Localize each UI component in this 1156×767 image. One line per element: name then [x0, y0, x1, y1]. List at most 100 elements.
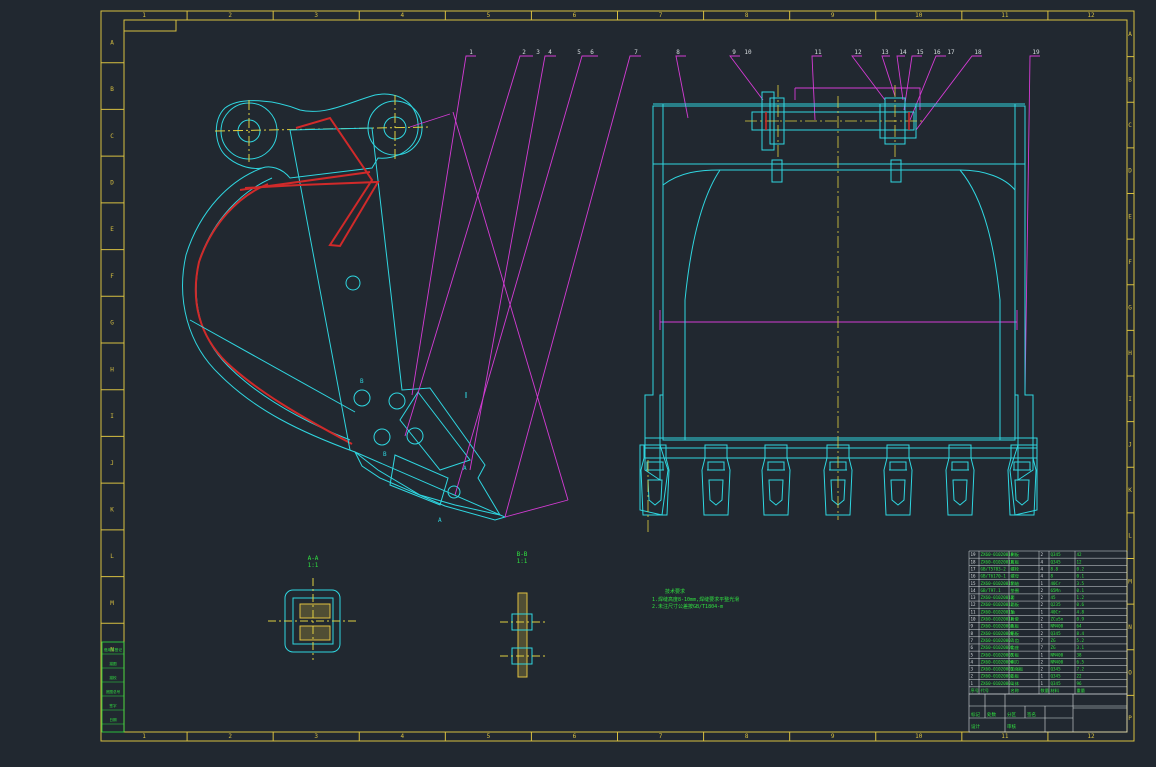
row-label-right: L: [1128, 533, 1132, 540]
parts-list-cell: 7.2: [1077, 667, 1085, 672]
parts-list-cell: GB/T5783-2: [981, 566, 1007, 571]
row-label: M: [110, 600, 114, 607]
svg-text:处数: 处数: [987, 711, 996, 718]
part-balloon-6: 6: [590, 49, 594, 56]
parts-list-cell: 11: [971, 609, 977, 614]
parts-list-cell: ZX60-01020008: [981, 631, 1014, 636]
bucket-tooth: [761, 444, 791, 516]
row-label: K: [110, 507, 114, 514]
column-label: 8: [745, 733, 749, 740]
parts-list-cell: 0.1: [1077, 574, 1085, 579]
parts-list-cell: 4: [1041, 559, 1044, 564]
part-balloon-8: 8: [676, 49, 680, 56]
svg-text:A: A: [438, 517, 442, 524]
row-label-right: C: [1128, 122, 1132, 129]
part-balloon-7: 7: [634, 49, 638, 56]
part-balloon-18: 18: [974, 49, 982, 56]
column-label: 5: [487, 733, 491, 740]
svg-text:A-A: A-A: [308, 555, 319, 562]
bolt-2: [388, 392, 406, 410]
parts-list-cell: 6: [971, 645, 974, 650]
row-label: J: [110, 460, 114, 467]
inspection-hole: [345, 275, 361, 291]
parts-list-cell: 4.8: [1077, 609, 1085, 614]
front-red-welds: [765, 112, 910, 130]
parts-list-cell: 1: [1041, 681, 1044, 686]
parts-list-cell: 斗齿: [1011, 638, 1019, 644]
parts-list-cell: 2: [1041, 667, 1044, 672]
column-label: 8: [745, 12, 749, 19]
svg-text:技术要求: 技术要求: [665, 588, 685, 595]
parts-list-header: 材料: [1051, 687, 1060, 694]
parts-list-cell: 38: [1077, 652, 1083, 657]
parts-list-cell: 4: [971, 659, 974, 664]
parts-list-cell: 10: [971, 617, 977, 622]
parts-list-cell: 3: [971, 667, 974, 672]
svg-text:1:1: 1:1: [308, 562, 319, 569]
side-stamp-label: 签字: [109, 703, 117, 708]
bucket-tooth: [701, 444, 731, 516]
parts-list-cell: 2: [1041, 617, 1044, 622]
parts-list-cell: ZX60-01020003: [981, 667, 1014, 672]
parts-list-cell: 螺栓: [1011, 565, 1020, 572]
parts-list-cell: ZG: [1051, 638, 1057, 643]
parts-list-cell: ZX60-01020002: [981, 674, 1014, 679]
bucket-tooth: [1007, 444, 1037, 516]
parts-list-cell: NM400: [1051, 659, 1064, 664]
parts-list-cell: ZX60-01020009: [981, 624, 1014, 629]
parts-list-cell: 垫圈: [1011, 587, 1019, 594]
column-label: 3: [314, 12, 318, 19]
parts-list-cell: 5.2: [1077, 638, 1085, 643]
bolt-4: [406, 427, 424, 445]
bucket-tooth: [640, 444, 670, 516]
svg-text:B-B: B-B: [517, 551, 528, 558]
parts-list-cell: 9: [971, 624, 974, 629]
parts-list-cell: 螺母: [1011, 573, 1019, 580]
parts-list-cell: 2: [1041, 588, 1044, 593]
row-label: B: [110, 86, 114, 93]
column-label: 11: [1001, 733, 1009, 740]
parts-list-cell: 8: [971, 631, 974, 636]
weld-brace: [244, 116, 380, 248]
column-label: 1: [142, 733, 146, 740]
parts-list-header: 数量: [1041, 687, 1049, 694]
side-stamp-label: 底图总号: [106, 689, 121, 694]
row-label: N: [110, 647, 114, 654]
row-label: E: [110, 226, 114, 233]
parts-list-cell: 7: [1041, 645, 1044, 650]
title-block-labels: 标记 处数 分区 签名 设计 审核: [971, 711, 1036, 730]
section-bb: B-B 1:1: [500, 551, 545, 678]
part-balloon-13: 13: [881, 49, 889, 56]
column-label: 7: [659, 12, 663, 19]
part-balloon-9: 9: [732, 49, 736, 56]
column-label: 4: [400, 12, 404, 19]
parts-list-cell: 40Cr: [1051, 581, 1062, 586]
parts-list-cell: ZX60-01020011: [981, 609, 1014, 614]
parts-list-cell: 7: [1041, 638, 1044, 643]
parts-list-cell: Q345: [1051, 667, 1062, 672]
parts-list-cell: 65Mn: [1051, 588, 1062, 593]
parts-list-cell: 5: [971, 652, 974, 657]
parts-list-cell: 0.1: [1077, 588, 1085, 593]
parts-list-cell: NM400: [1051, 652, 1064, 657]
column-label: 4: [400, 733, 404, 740]
column-label: 6: [573, 733, 577, 740]
front-centerlines: [647, 85, 925, 533]
parts-list-cell: ZG: [1051, 645, 1057, 650]
parts-list-cell: Q345: [1051, 674, 1062, 679]
row-label-right: D: [1128, 168, 1132, 175]
bucket-tooth: [823, 444, 853, 516]
column-label: 12: [1087, 12, 1095, 19]
svg-text:1:1: 1:1: [517, 558, 528, 565]
parts-list-cell: 2: [1041, 595, 1044, 600]
parts-list-cell: NM400: [1051, 624, 1064, 629]
bucket-front-view: [639, 91, 1038, 516]
row-label: A: [110, 39, 114, 46]
parts-list-cell: 18: [971, 559, 977, 564]
parts-list-cell: 19: [971, 552, 977, 557]
parts-list-cell: 刃板: [1011, 651, 1020, 658]
